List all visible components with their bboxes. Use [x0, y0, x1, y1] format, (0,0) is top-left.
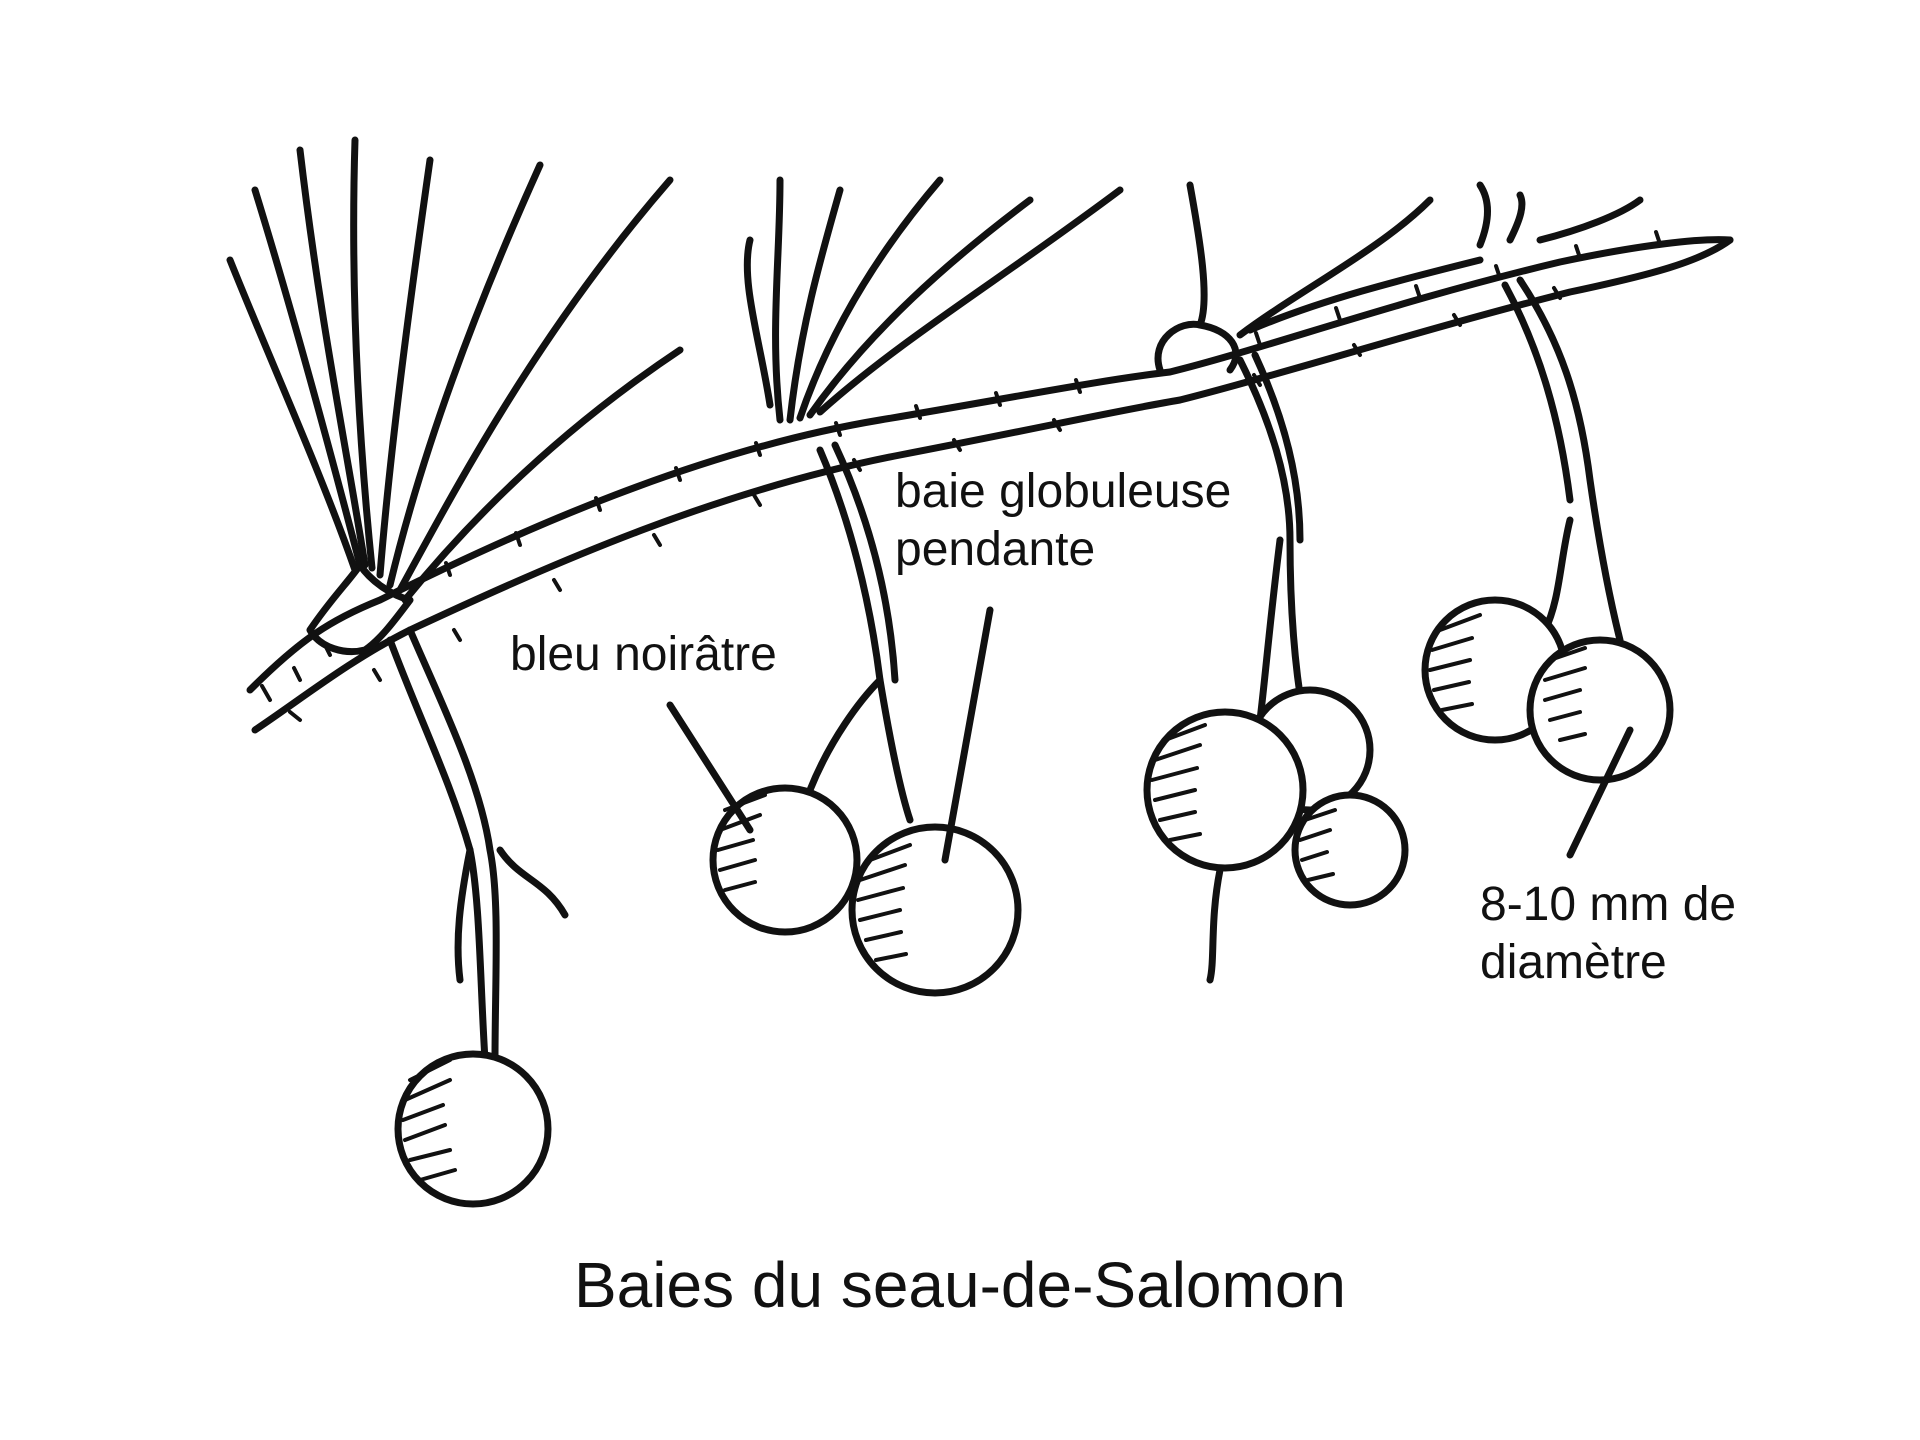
leaf-scar-right: [1154, 181, 1644, 374]
berry-5: [1143, 708, 1307, 872]
leader-lines: [666, 606, 1634, 864]
label-color: bleu noirâtre: [510, 628, 777, 681]
label-size-line1: 8-10 mm de: [1480, 878, 1737, 931]
leaf-scar-left: [226, 136, 684, 656]
figure-title: Baies du seau-de-Salomon: [573, 1249, 1347, 1321]
leaf-scar-middle: [743, 176, 1124, 424]
label-shape-line2: pendante: [895, 523, 1096, 576]
label-shape-line1: baie globuleuse: [895, 465, 1232, 518]
berry-hatching: [401, 613, 1587, 1182]
berry-1: [394, 1050, 552, 1208]
berry-3: [848, 823, 1022, 997]
berry-6: [1291, 791, 1409, 909]
label-size-line2: diamètre: [1480, 936, 1667, 989]
